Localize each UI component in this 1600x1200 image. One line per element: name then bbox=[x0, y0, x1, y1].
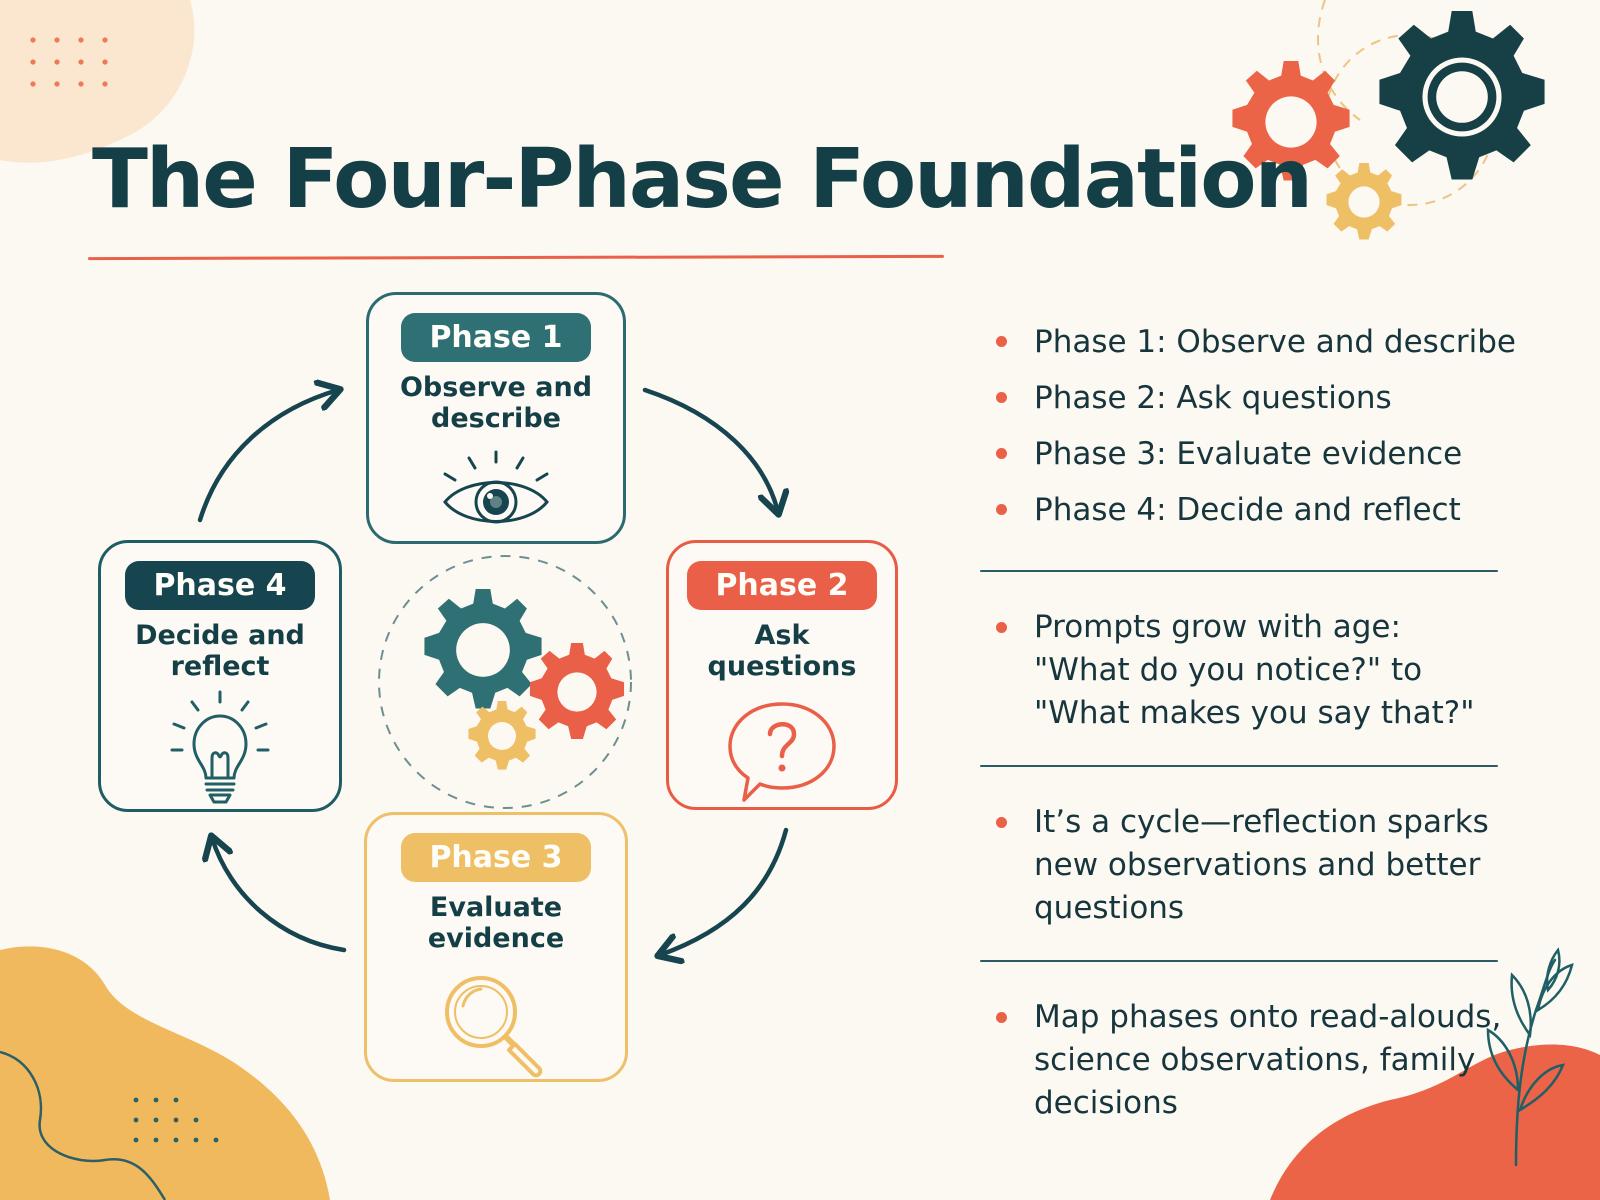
phase-3-label: Evaluate evidence bbox=[427, 892, 565, 954]
note-line: science observations, family bbox=[1034, 1042, 1476, 1078]
arrow-phase4-to-phase1 bbox=[197, 390, 338, 523]
note-line: "What do you notice?" to bbox=[1034, 652, 1423, 688]
cycle-diagram bbox=[197, 0, 960, 1200]
note-list: Map phases onto read-alouds, science obs… bbox=[980, 996, 1560, 1125]
top-left-dots bbox=[30, 37, 108, 87]
note-line: It’s a cycle—reflection sparks bbox=[1034, 804, 1489, 840]
note-list: Prompts grow with age: "What do you noti… bbox=[980, 606, 1560, 735]
divider bbox=[980, 765, 1498, 767]
phase-list-item: Phase 2: Ask questions bbox=[980, 370, 1560, 426]
page-title: The Four-Phase Foundation bbox=[92, 132, 1313, 227]
note-line: "What makes you say that?" bbox=[1034, 695, 1475, 731]
bottom-left-blob bbox=[0, 946, 330, 1200]
phase-3-badge: Phase 3 bbox=[401, 833, 591, 882]
phase-list-item: Phase 1: Observe and describe bbox=[980, 314, 1560, 370]
phase-1-badge: Phase 1 bbox=[401, 313, 591, 362]
bottom-left-wave bbox=[0, 1050, 167, 1200]
lightbulb-icon bbox=[170, 690, 270, 804]
bottom-left-dots bbox=[133, 1097, 219, 1143]
phase-2-badge: Phase 2 bbox=[687, 561, 877, 610]
phase-list-item: Phase 3: Evaluate evidence bbox=[980, 426, 1560, 482]
summary-panel: Phase 1: Observe and describe Phase 2: A… bbox=[980, 314, 1560, 1125]
center-gears-icon bbox=[424, 589, 625, 770]
plant-icon bbox=[1486, 947, 1574, 1167]
question-speech-bubble-icon bbox=[728, 702, 836, 802]
phase-2-card: Phase 2 Ask questions bbox=[666, 540, 898, 810]
phase-1-card: Phase 1 Observe and describe bbox=[366, 292, 626, 544]
phase-4-label: Decide and reflect bbox=[135, 620, 305, 682]
note-line: Map phases onto read-alouds, bbox=[1034, 999, 1502, 1035]
magnifying-glass-icon bbox=[445, 976, 543, 1078]
arrow-phase2-to-phase3 bbox=[660, 827, 789, 955]
arrow-phase1-to-phase2 bbox=[642, 387, 778, 512]
phase-2-label: Ask questions bbox=[707, 620, 857, 682]
arrow-phase3-to-phase4 bbox=[212, 838, 347, 953]
dashed-orbit-arc bbox=[1317, 0, 1361, 121]
phase-1-label: Observe and describe bbox=[399, 372, 593, 434]
phase-3-card: Phase 3 Evaluate evidence bbox=[364, 812, 628, 1082]
eye-icon bbox=[443, 450, 549, 524]
note-prompts-grow: Prompts grow with age: "What do you noti… bbox=[980, 606, 1560, 735]
note-line: new observations and better bbox=[1034, 847, 1481, 883]
note-map-phases: Map phases onto read-alouds, science obs… bbox=[980, 996, 1560, 1125]
divider bbox=[980, 960, 1498, 962]
note-line: decisions bbox=[1034, 1085, 1178, 1121]
note-line: questions bbox=[1034, 890, 1185, 926]
phase-list: Phase 1: Observe and describe Phase 2: A… bbox=[980, 314, 1560, 538]
divider bbox=[980, 570, 1498, 572]
phase-4-badge: Phase 4 bbox=[125, 561, 315, 610]
note-list: It’s a cycle—reflection sparks new obser… bbox=[980, 801, 1560, 930]
phase-list-item: Phase 4: Decide and reflect bbox=[980, 482, 1560, 538]
note-line: Prompts grow with age: bbox=[1034, 609, 1401, 645]
phase-4-card: Phase 4 Decide and reflect bbox=[98, 540, 342, 812]
center-dashed-circle bbox=[378, 555, 632, 809]
note-cycle: It’s a cycle—reflection sparks new obser… bbox=[980, 801, 1560, 930]
top-left-blob bbox=[0, 0, 195, 163]
